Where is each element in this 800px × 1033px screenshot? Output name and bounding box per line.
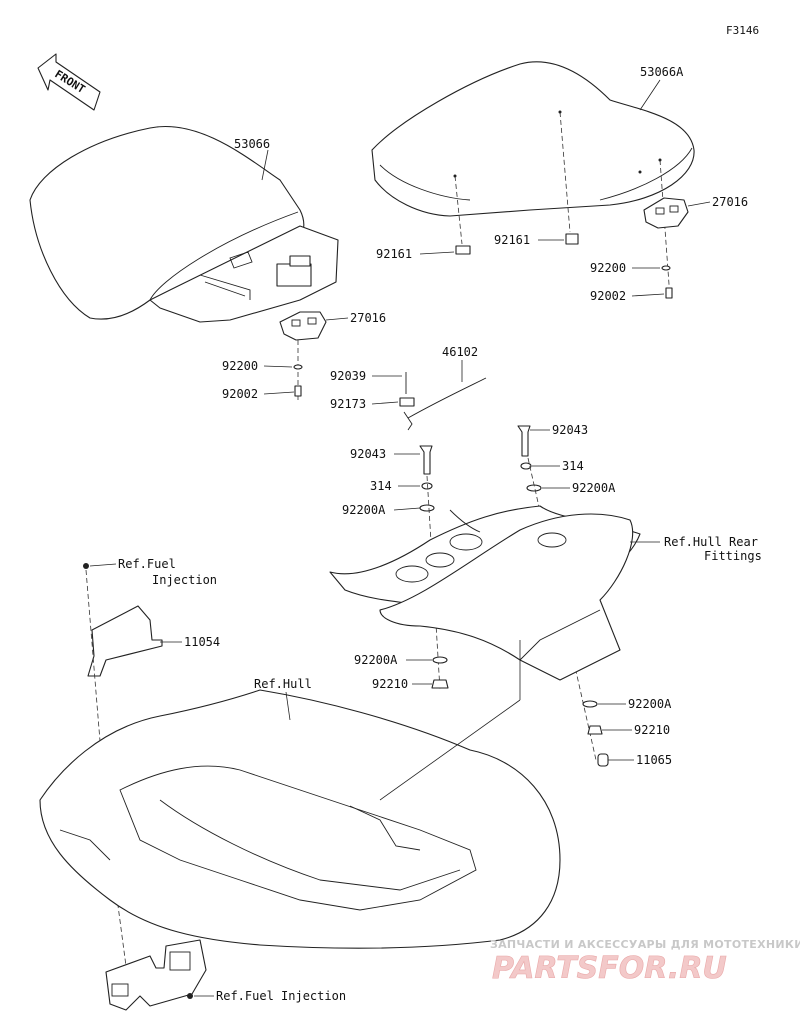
- latch-left: [279, 311, 327, 341]
- rear-deck-pad: [329, 505, 641, 681]
- rear-seat: [371, 61, 695, 217]
- label-92200A-left-top: 92200A: [342, 503, 386, 517]
- label-92200A-right-top: 92200A: [572, 481, 616, 495]
- label-ref-hull: Ref.Hull: [254, 677, 312, 691]
- label-314-left: 314: [370, 479, 392, 493]
- front-arrow-icon: FRONT: [37, 53, 101, 111]
- label-11065: 11065: [636, 753, 672, 767]
- label-92210-left: 92210: [372, 677, 408, 691]
- label-46102: 46102: [442, 345, 478, 359]
- label-314-right: 314: [562, 459, 584, 473]
- label-ref-hull-rear-1: Ref.Hull Rear: [664, 535, 758, 549]
- label-27016-right: 27016: [712, 195, 748, 209]
- label-92200A-left-bot: 92200A: [354, 653, 398, 667]
- label-92161-mid: 92161: [494, 233, 530, 247]
- label-92161-left: 92161: [376, 247, 412, 261]
- label-53066: 53066: [234, 137, 270, 151]
- label-ref-fuel-top-1: Ref.Fuel: [118, 557, 176, 571]
- bracket-11054: [87, 605, 163, 677]
- label-92043-left: 92043: [350, 447, 386, 461]
- label-11054: 11054: [184, 635, 220, 649]
- figure-code: F3146: [726, 24, 759, 37]
- watermark-tagline: ЗАПЧАСТИ И АКСЕССУАРЫ ДЛЯ МОТОТЕХНИКИ: [490, 938, 800, 951]
- label-ref-hull-rear-2: Fittings: [704, 549, 762, 563]
- label-92200-right: 92200: [590, 261, 626, 275]
- hull: [39, 689, 561, 949]
- label-27016-left: 27016: [350, 311, 386, 325]
- label-92200-left: 92200: [222, 359, 258, 373]
- label-ref-fuel-top-2: Injection: [152, 573, 217, 587]
- label-92039: 92039: [330, 369, 366, 383]
- label-ref-fuel-bottom: Ref.Fuel Injection: [216, 989, 346, 1003]
- front-seat: [29, 126, 339, 323]
- label-92200A-right-bot: 92200A: [628, 697, 672, 711]
- label-53066A: 53066A: [640, 65, 684, 79]
- label-92173: 92173: [330, 397, 366, 411]
- watermark-logo: PARTSFOR.RU: [492, 951, 727, 986]
- bottom-bracket: [105, 939, 207, 1011]
- label-92002-right: 92002: [590, 289, 626, 303]
- label-92002-left: 92002: [222, 387, 258, 401]
- latch-right: [643, 197, 689, 229]
- label-92043-right: 92043: [552, 423, 588, 437]
- label-92210-right: 92210: [634, 723, 670, 737]
